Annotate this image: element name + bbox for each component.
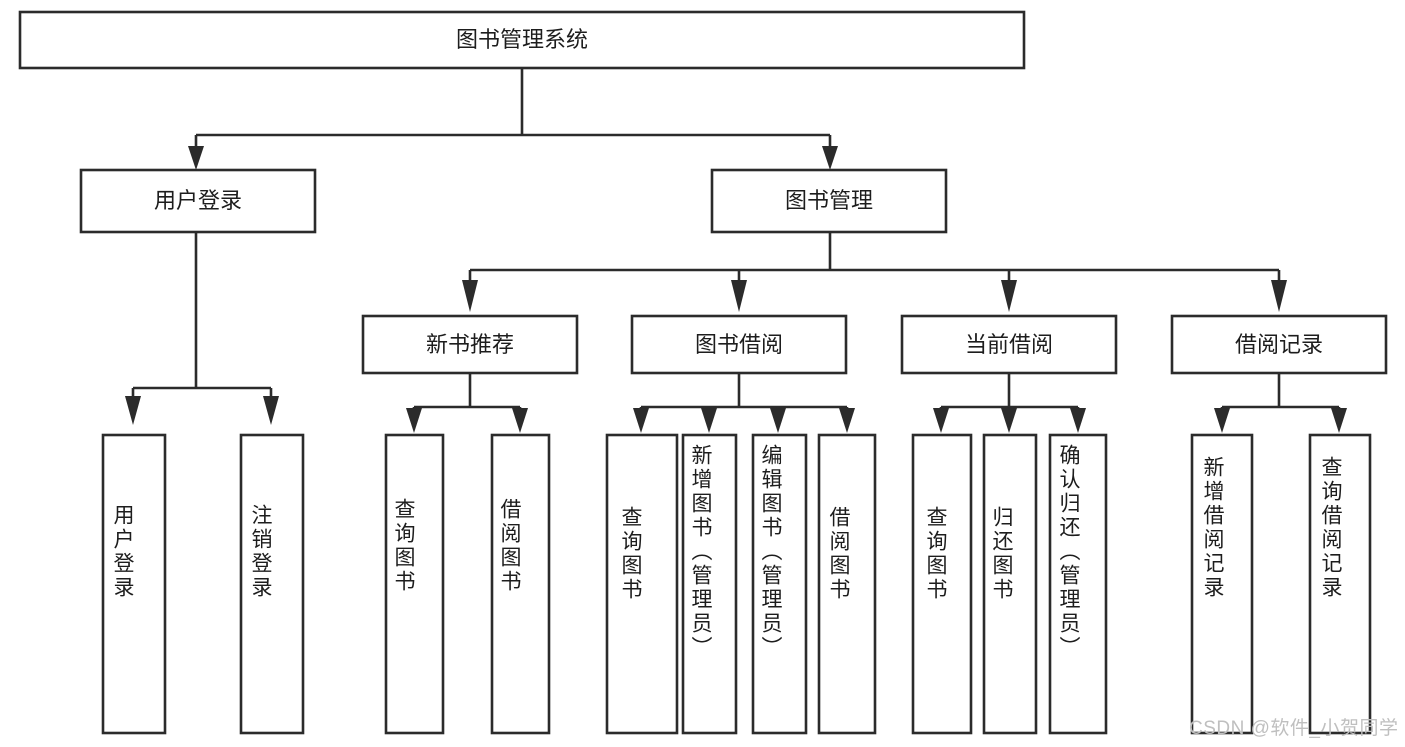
node-book-borrow[interactable]: 图书借阅 [630,314,848,375]
connectors-book-management-to-level3 [462,232,1287,312]
arrow-head-leaf-query-book-2 [633,408,649,433]
borrow-record-label: 借阅记录 [1235,332,1323,357]
arrow-head-leaf-query-record [1331,408,1347,433]
current-borrow-box[interactable] [900,314,1118,375]
connectors-root-to-level2 [188,68,838,170]
new-book-recommend-label: 新书推荐 [426,332,514,357]
root-box[interactable] [18,10,1026,70]
user-login-label: 用户登录 [154,188,242,213]
leaf-edit-book-box[interactable] [751,433,808,735]
leaf-query-book-1-box[interactable] [384,433,445,735]
arrow-head-new-book-recommend [462,280,478,312]
arrow-head-leaf-logout [263,396,279,425]
arrow-head-current-borrow [1001,280,1017,312]
arrow-head-leaf-edit-book [770,408,786,433]
arrow-head-leaf-add-book [701,408,717,433]
leaf-borrow-book-2-box[interactable] [817,433,877,735]
csdn-watermark: CSDN @软件_小贺同学 [1189,718,1399,739]
arrow-head-leaf-borrow-book-1 [512,408,528,433]
node-current-borrow[interactable]: 当前借阅 [900,314,1118,375]
leaf-confirm-return-box[interactable] [1048,433,1108,735]
arrow-head-book-borrow [731,280,747,312]
leaf-query-book-2-box[interactable] [605,433,679,735]
arrow-head-book-management [822,146,838,170]
leaf-borrow-book-1-box[interactable] [490,433,551,735]
arrow-head-leaf-query-book-3 [933,408,949,433]
node-user-login[interactable]: 用户登录 [79,168,317,234]
node-new-book-recommend[interactable]: 新书推荐 [361,314,579,375]
node-root[interactable]: 图书管理系统 [18,10,1026,70]
leaf-query-record-box[interactable] [1308,433,1372,735]
book-borrow-box[interactable] [630,314,848,375]
arrow-head-leaf-query-book-1 [406,408,422,433]
root-label: 图书管理系统 [456,27,588,52]
arrow-head-user-login [188,146,204,170]
connectors-new-book-recommend-to-leaves [406,373,528,433]
book-management-box[interactable] [710,168,948,234]
borrow-record-box[interactable] [1170,314,1388,375]
arrow-head-leaf-user-login [125,396,141,425]
connectors-current-borrow-to-leaves [933,373,1086,433]
current-borrow-label: 当前借阅 [965,332,1053,357]
leaf-return-book-box[interactable] [982,433,1038,735]
leaf-add-book-box[interactable] [681,433,738,735]
leaf-user-login-box[interactable] [101,433,167,735]
leaf-logout-box[interactable] [239,433,305,735]
arrow-head-leaf-return-book [1001,408,1017,433]
arrow-head-leaf-add-record [1214,408,1230,433]
connectors-borrow-record-to-leaves [1214,373,1347,433]
leaf-boxes [101,433,1372,735]
node-book-management[interactable]: 图书管理 [710,168,948,234]
leaf-query-book-3-box[interactable] [911,433,973,735]
book-borrow-label: 图书借阅 [695,332,783,357]
connectors-user-login-to-leaves [125,232,279,425]
arrow-head-leaf-confirm-return [1070,408,1086,433]
connectors-book-borrow-to-leaves [633,373,855,433]
arrow-head-leaf-borrow-book-2 [839,408,855,433]
leaf-add-record-box[interactable] [1190,433,1254,735]
node-borrow-record[interactable]: 借阅记录 [1170,314,1388,375]
book-management-label: 图书管理 [785,188,873,213]
new-book-recommend-box[interactable] [361,314,579,375]
user-login-box[interactable] [79,168,317,234]
arrow-head-borrow-record [1271,280,1287,312]
